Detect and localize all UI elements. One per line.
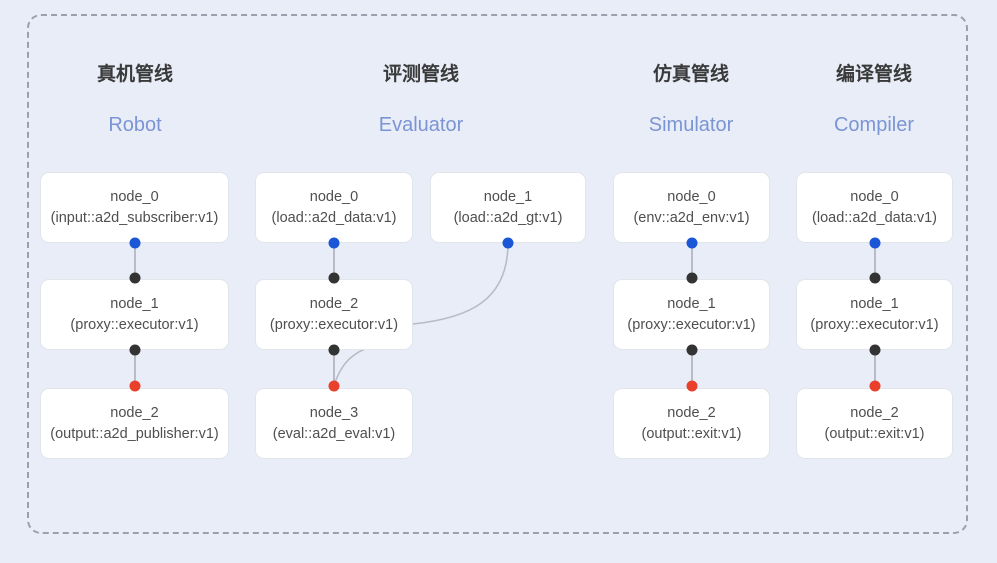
port-output-simulator-1[interactable] <box>686 344 698 356</box>
node-subtitle: (proxy::executor:v1) <box>810 316 939 333</box>
port-output-compiler-0[interactable] <box>869 237 881 249</box>
node-title: node_3 <box>309 404 359 421</box>
diagram-frame <box>27 14 968 534</box>
link-simulator-1-2 <box>691 350 693 386</box>
node-robot-2[interactable]: node_2 (output::a2d_publisher:v1) <box>40 388 229 459</box>
node-evaluator-3[interactable]: node_3 (eval::a2d_eval:v1) <box>255 388 413 459</box>
node-compiler-1[interactable]: node_1 (proxy::executor:v1) <box>796 279 953 350</box>
node-title: node_1 <box>850 295 899 312</box>
node-title: node_2 <box>667 404 716 421</box>
node-compiler-0[interactable]: node_0 (load::a2d_data:v1) <box>796 172 953 243</box>
node-subtitle: (env::a2d_env:v1) <box>633 209 750 226</box>
node-subtitle: (proxy::executor:v1) <box>70 316 199 333</box>
node-subtitle: (input::a2d_subscriber:v1) <box>50 209 219 226</box>
port-input-robot-2[interactable] <box>129 380 141 392</box>
node-subtitle: (output::exit:v1) <box>824 425 925 442</box>
node-evaluator-2[interactable]: node_2 (proxy::executor:v1) <box>255 279 413 350</box>
node-subtitle: (proxy::executor:v1) <box>627 316 756 333</box>
node-evaluator-0[interactable]: node_0 (load::a2d_data:v1) <box>255 172 413 243</box>
link-compiler-1-2 <box>874 350 876 386</box>
node-subtitle: (eval::a2d_eval:v1) <box>272 425 396 442</box>
port-input-evaluator-3[interactable] <box>328 380 340 392</box>
node-title: node_1 <box>483 188 533 205</box>
port-output-compiler-1[interactable] <box>869 344 881 356</box>
port-output-robot-0[interactable] <box>129 237 141 249</box>
node-title: node_1 <box>110 295 159 312</box>
link-robot-1-2 <box>134 350 136 386</box>
node-subtitle: (output::a2d_publisher:v1) <box>50 425 219 442</box>
node-title: node_0 <box>667 188 716 205</box>
port-output-evaluator-1[interactable] <box>502 237 514 249</box>
node-evaluator-1[interactable]: node_1 (load::a2d_gt:v1) <box>430 172 586 243</box>
link-evaluator-0-2 <box>333 243 335 278</box>
node-compiler-2[interactable]: node_2 (output::exit:v1) <box>796 388 953 459</box>
node-robot-1[interactable]: node_1 (proxy::executor:v1) <box>40 279 229 350</box>
link-robot-0-1 <box>134 243 136 278</box>
port-output-evaluator-0[interactable] <box>328 237 340 249</box>
port-input-compiler-2[interactable] <box>869 380 881 392</box>
node-subtitle: (load::a2d_data:v1) <box>271 209 397 226</box>
node-simulator-0[interactable]: node_0 (env::a2d_env:v1) <box>613 172 770 243</box>
node-simulator-2[interactable]: node_2 (output::exit:v1) <box>613 388 770 459</box>
node-title: node_0 <box>110 188 159 205</box>
port-input-robot-1[interactable] <box>129 272 141 284</box>
node-title: node_2 <box>850 404 899 421</box>
node-subtitle: (load::a2d_data:v1) <box>812 209 937 226</box>
node-simulator-1[interactable]: node_1 (proxy::executor:v1) <box>613 279 770 350</box>
port-input-evaluator-2[interactable] <box>328 272 340 284</box>
node-subtitle: (output::exit:v1) <box>641 425 742 442</box>
port-input-compiler-1[interactable] <box>869 272 881 284</box>
node-title: node_1 <box>667 295 716 312</box>
link-compiler-0-1 <box>874 243 876 278</box>
port-input-simulator-1[interactable] <box>686 272 698 284</box>
port-output-evaluator-2[interactable] <box>328 344 340 356</box>
node-title: node_0 <box>309 188 359 205</box>
node-title: node_2 <box>110 404 159 421</box>
port-output-simulator-0[interactable] <box>686 237 698 249</box>
port-input-simulator-2[interactable] <box>686 380 698 392</box>
node-subtitle: (proxy::executor:v1) <box>269 316 399 333</box>
node-robot-0[interactable]: node_0 (input::a2d_subscriber:v1) <box>40 172 229 243</box>
node-title: node_2 <box>309 295 359 312</box>
node-subtitle: (load::a2d_gt:v1) <box>453 209 563 226</box>
link-simulator-0-1 <box>691 243 693 278</box>
port-output-robot-1[interactable] <box>129 344 141 356</box>
node-title: node_0 <box>850 188 899 205</box>
